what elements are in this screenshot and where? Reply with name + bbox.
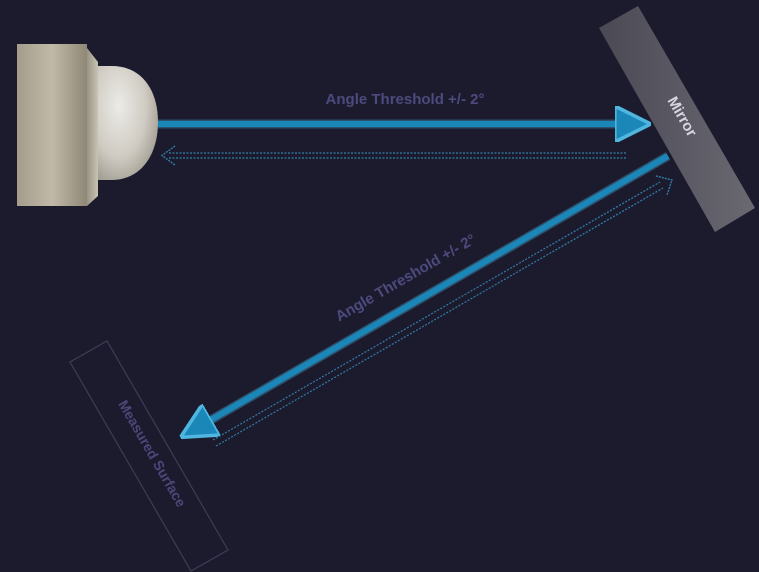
return-beam (160, 145, 626, 166)
measured-surface-icon (69, 340, 229, 572)
mirror-icon (599, 6, 755, 232)
reflected-beam (190, 152, 671, 432)
autocollimator-sensor-icon (17, 44, 158, 206)
measured-surface-label: Measured Surface (115, 397, 189, 510)
reflected-return-beam (212, 175, 673, 447)
angle-threshold-label-top: Angle Threshold +/- 2° (326, 91, 485, 108)
